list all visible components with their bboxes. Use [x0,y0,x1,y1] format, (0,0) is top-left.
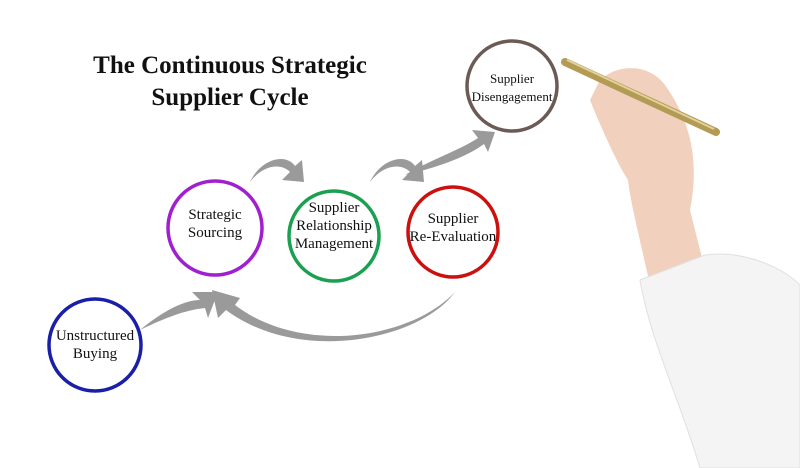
arrow-srm-to-reevaluation [370,159,424,182]
node-label-re-evaluation: Supplier Re-Evaluation [398,210,508,246]
diagram-title: The Continuous Strategic Supplier Cycle [60,50,400,114]
label-line: Management [294,236,374,252]
cycle-arrows [140,130,495,342]
label-line: Supplier [427,211,479,227]
title-line-2: Supplier Cycle [151,84,309,111]
node-circle-re-evaluation [406,185,500,279]
node-circle-unstructured-buying [47,297,143,393]
hand-illustration [590,68,705,285]
title-line-1: The Continuous Strategic [93,52,367,79]
arrow-reevaluation-to-disengagement [405,130,495,175]
label-line: Unstructured [55,328,135,344]
label-line: Relationship [296,218,372,234]
node-label-disengagement: Supplier Disengagement [457,70,567,106]
label-line: Supplier [308,200,360,216]
label-line: Supplier [489,71,535,86]
label-line: Buying [72,346,118,362]
node-label-strategic-sourcing: Strategic Sourcing [160,206,270,242]
arrow-reevaluation-to-sourcing [212,290,455,342]
arrow-sourcing-to-srm [250,159,304,182]
sleeve-illustration [639,253,800,468]
node-circle-disengagement [465,39,559,133]
node-label-srm: Supplier Relationship Management [279,199,389,253]
node-label-unstructured-buying: Unstructured Buying [40,327,150,363]
label-line: Re-Evaluation [409,229,497,245]
pen-illustration [561,58,720,136]
label-line: Strategic [188,207,242,223]
label-line: Disengagement [471,89,553,104]
node-circle-strategic-sourcing [166,179,264,277]
label-line: Sourcing [187,225,243,241]
node-circle-srm [287,189,381,283]
arrow-buying-to-sourcing [140,292,218,330]
